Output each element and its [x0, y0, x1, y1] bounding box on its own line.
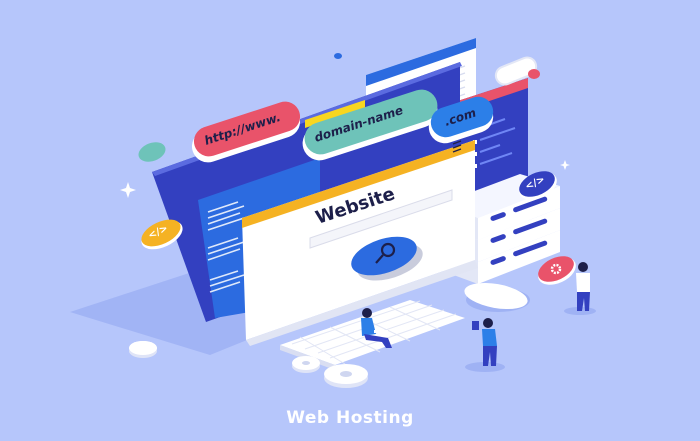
browser-window: Website — [242, 140, 478, 346]
person-standing-tablet — [465, 318, 505, 372]
magnifier-icon — [375, 242, 396, 264]
url-pill-http: http://www. — [191, 101, 301, 163]
search-field[interactable] — [309, 189, 453, 249]
toggle-icon — [494, 56, 540, 86]
person-holding-gear — [538, 256, 596, 315]
code-badge-left: </> — [141, 219, 183, 250]
gear-icon — [550, 263, 562, 275]
sparkle-icon — [560, 160, 570, 170]
caption-title: Web Hosting — [286, 408, 414, 428]
teal-blob — [138, 142, 166, 162]
gear-icon — [129, 341, 368, 388]
search-button[interactable] — [346, 229, 427, 287]
gear-badge — [538, 256, 576, 285]
url-pill-domain: domain-name — [302, 89, 438, 161]
person-sitting-laptop — [361, 308, 392, 348]
mouse — [464, 282, 530, 312]
code-badge-right: </> — [519, 171, 557, 200]
blue-dot — [334, 53, 342, 59]
sparkle-icon — [120, 182, 136, 198]
url-pill-com: .com — [428, 96, 494, 144]
menu-icon — [452, 140, 462, 153]
